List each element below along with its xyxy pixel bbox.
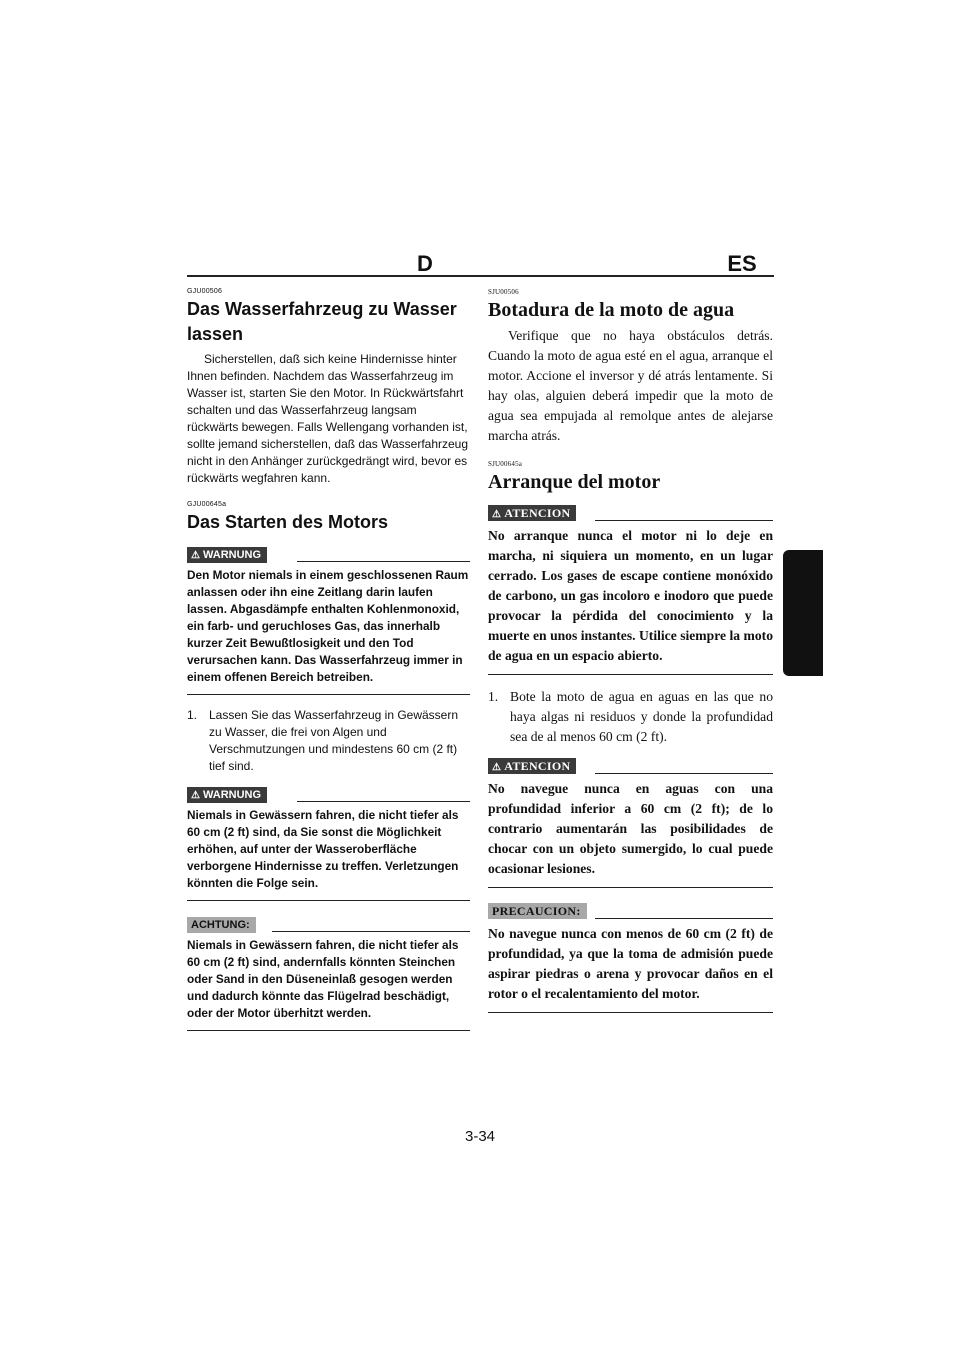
german-column: GJU00506 Das Wasserfahrzeug zu Wasser la… [187, 288, 470, 1031]
caution-end-rule [187, 1030, 470, 1031]
section-title: Arranque del motor [488, 471, 661, 493]
warning-header: ⚠ATENCION [488, 757, 773, 779]
section-code: GJU00506 [187, 288, 223, 295]
section-title: Das Starten des Motors [187, 512, 389, 532]
warning-triangle-icon: ⚠ [191, 550, 200, 561]
list-item: 1. Lassen Sie das Wasserfahrzeug in Gewä… [187, 708, 459, 773]
warning-triangle-icon: ⚠ [492, 762, 502, 773]
caution-text: Niemals in Gewässern fahren, die nicht t… [187, 938, 459, 1020]
warning-text: No navegue nunca en aguas con una profun… [488, 781, 773, 876]
spanish-column: SJU00506 Botadura de la moto de agua Ver… [488, 288, 773, 1013]
caution-rule [272, 931, 470, 932]
warning-text: Den Motor niemals in einem geschlossenen… [187, 568, 469, 684]
warning-text: No arranque nunca el motor ni lo deje en… [488, 528, 773, 663]
caution-text: No navegue nunca con menos de 60 cm (2 f… [488, 926, 773, 1001]
warning-rule [595, 773, 773, 774]
section-body: Sicherstellen, daß sich keine Hinderniss… [187, 352, 469, 485]
warning-header: ⚠ATENCION [488, 504, 773, 526]
warning-badge: ⚠ATENCION [488, 758, 577, 774]
caution-end-rule [488, 1012, 773, 1013]
warning-rule [595, 520, 773, 521]
caution-header: ACHTUNG: [187, 915, 470, 937]
warning-triangle-icon: ⚠ [191, 790, 200, 801]
caution-badge: PRECAUCION: [488, 903, 587, 919]
warning-badge: ⚠WARNUNG [187, 547, 268, 563]
caution-header: PRECAUCION: [488, 902, 773, 924]
section-code: SJU00506 [488, 288, 519, 296]
chapter-tab [783, 550, 823, 676]
language-label-spanish: ES [727, 251, 757, 276]
warning-end-rule [488, 674, 773, 675]
warning-badge: ⚠WARNUNG [187, 787, 268, 803]
caution-rule [595, 918, 773, 919]
page-number: 3-34 [464, 1128, 496, 1145]
warning-header: ⚠WARNUNG [187, 545, 470, 567]
section-title: Botadura de la moto de agua [488, 299, 735, 321]
header-rule [187, 275, 774, 277]
language-label-german: D [417, 251, 433, 276]
warning-end-rule [488, 887, 773, 888]
warning-text: Niemals in Gewässern fahren, die nicht t… [187, 808, 459, 890]
warning-header: ⚠WARNUNG [187, 785, 470, 807]
section-body: Verifique que no haya obstáculos detrás.… [488, 328, 773, 443]
list-item: 1. Bote la moto de agua en aguas en las … [488, 689, 773, 744]
warning-end-rule [187, 900, 470, 901]
warning-badge: ⚠ATENCION [488, 505, 577, 521]
warning-triangle-icon: ⚠ [492, 509, 502, 520]
warning-end-rule [187, 694, 470, 695]
warning-rule [297, 801, 470, 802]
caution-badge: ACHTUNG: [187, 917, 256, 933]
section-code: GJU00645a [187, 501, 227, 508]
warning-rule [297, 561, 470, 562]
section-title: Das Wasserfahrzeug zu Wasser lassen [187, 299, 457, 344]
section-code: SJU00645a [488, 460, 523, 468]
